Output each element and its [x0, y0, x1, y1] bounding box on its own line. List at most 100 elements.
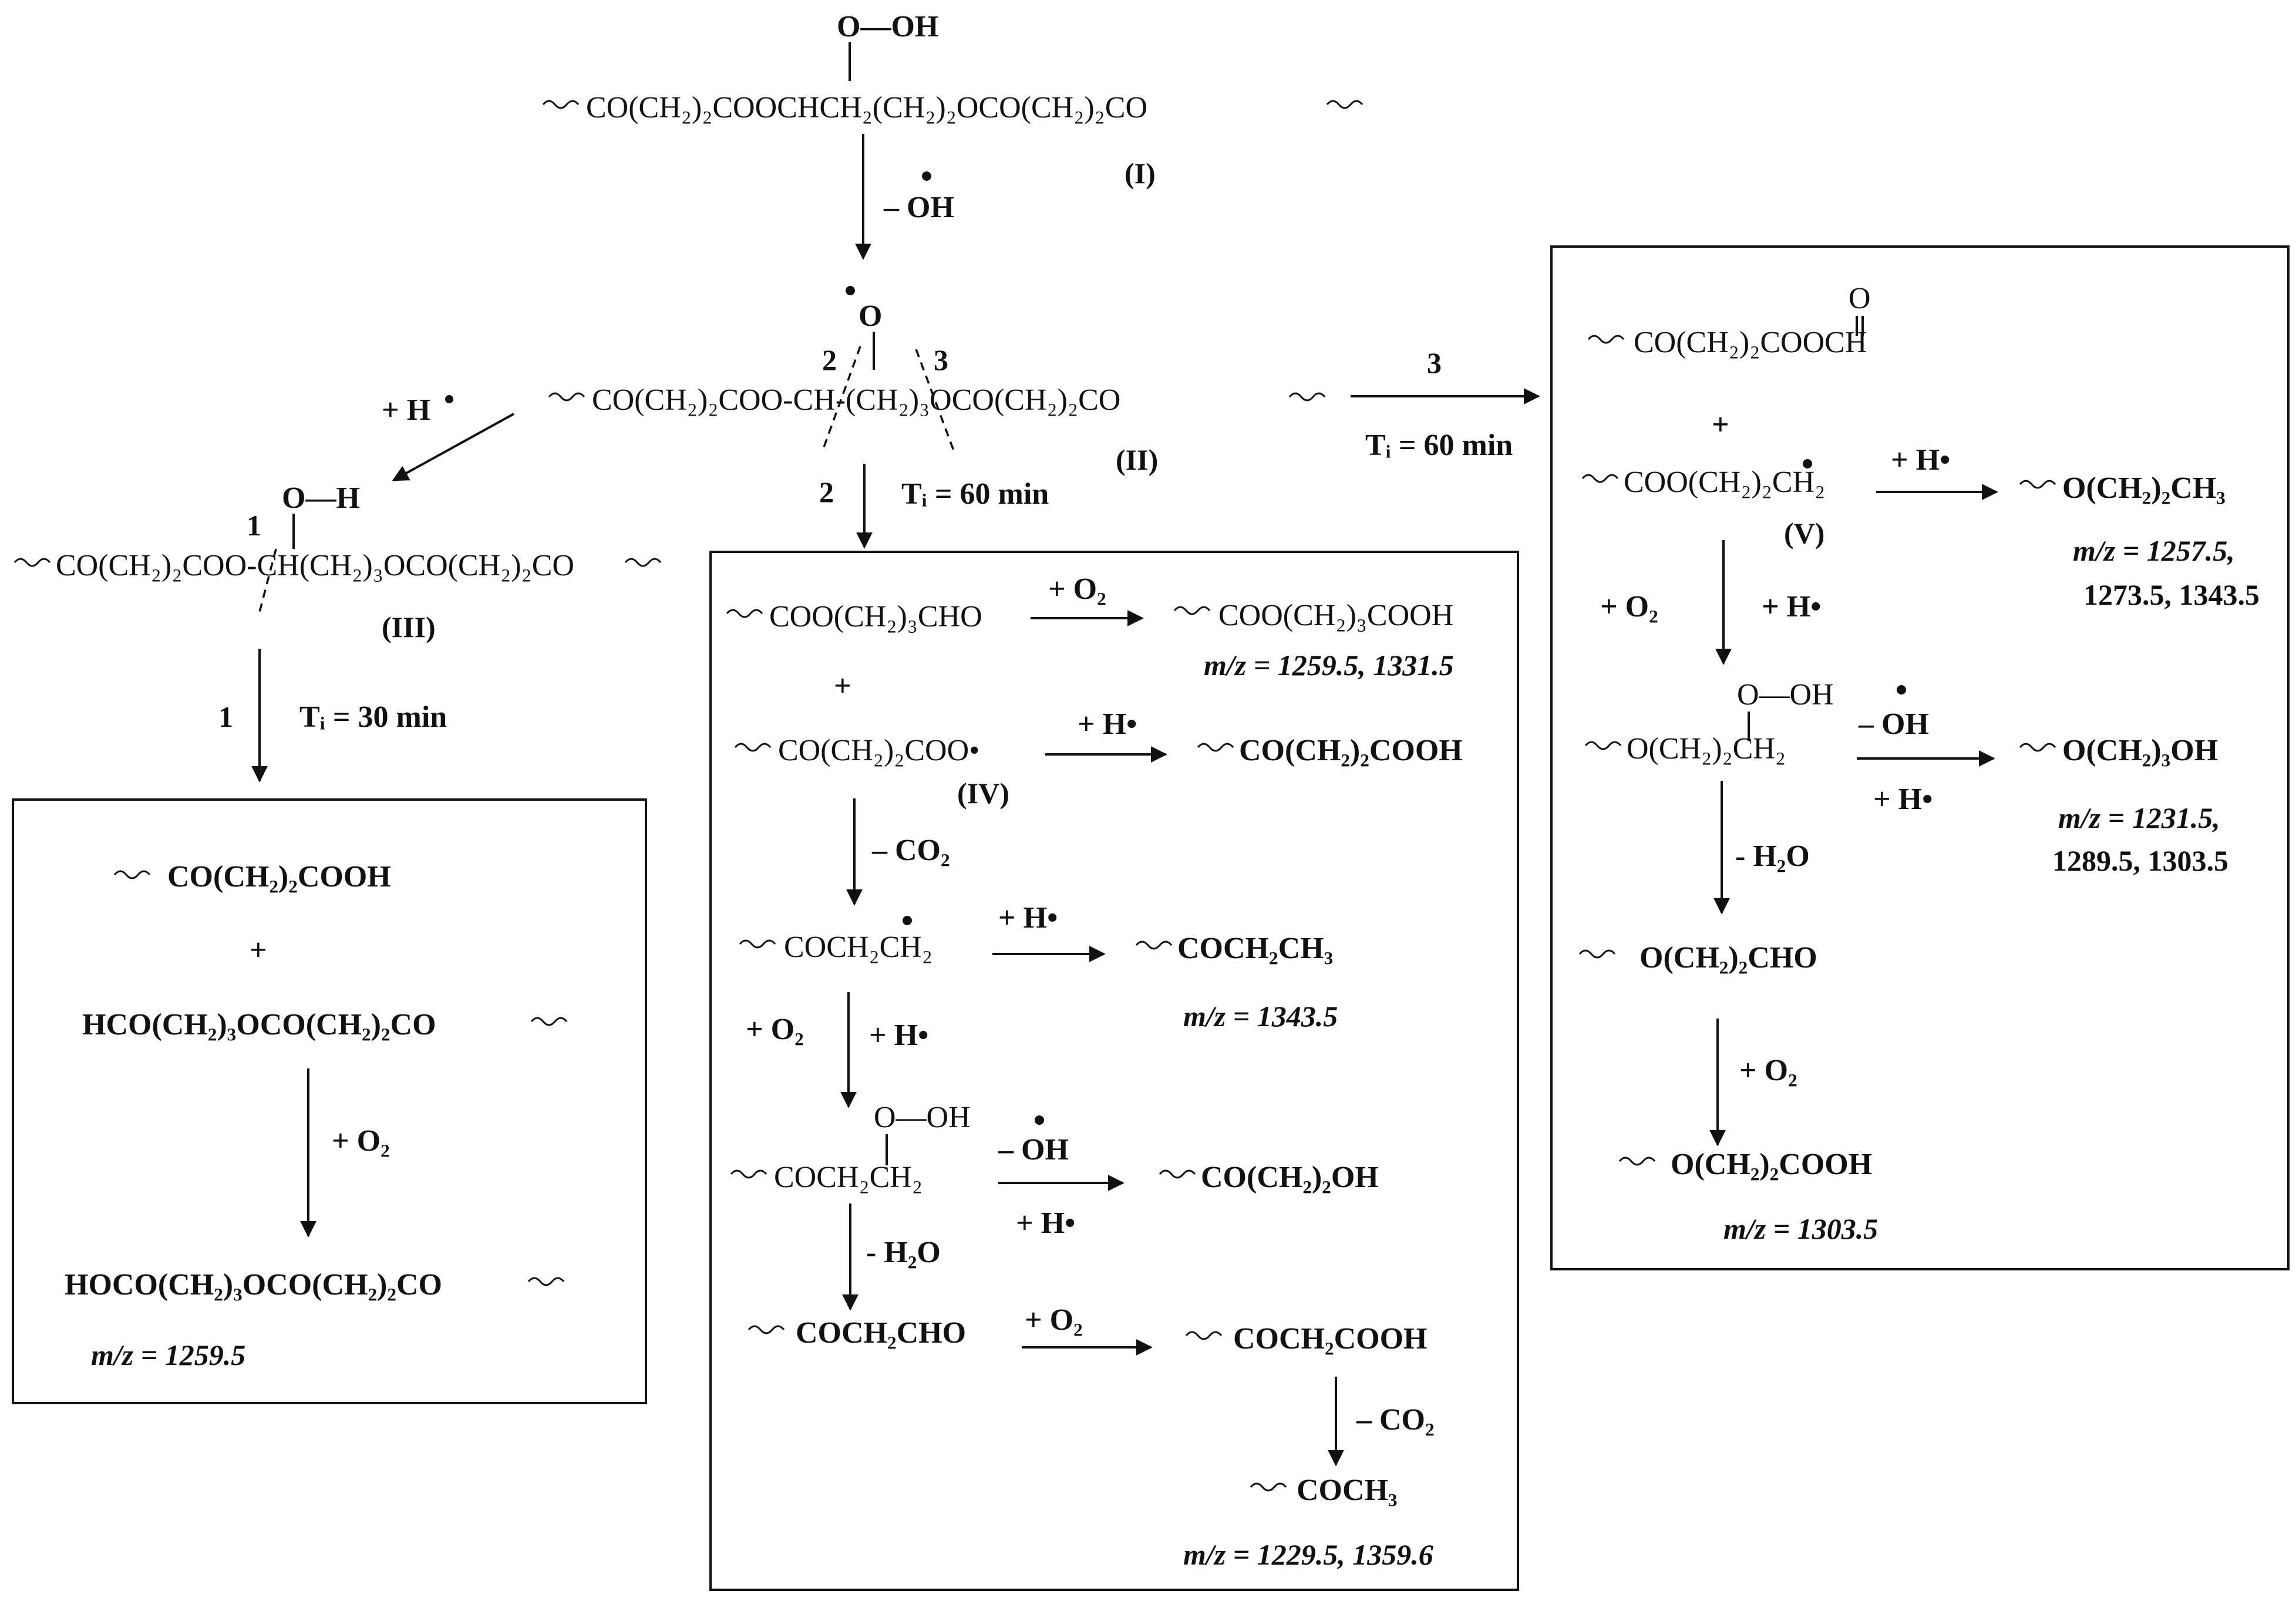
arrow-II-to-III	[392, 413, 514, 481]
wavy-chain-end	[1173, 606, 1211, 615]
step-plus-h: + H•	[998, 901, 1058, 935]
structure-III: O—H 1 CO(CH₂)₂COO-CH(CH₂)₃OCO(CH₂)₂CO (I…	[14, 481, 662, 643]
step-minus-h2o: - H₂O	[866, 1236, 941, 1269]
carbonyl-oxygen: O	[1849, 282, 1871, 315]
wavy-chain-end	[726, 609, 763, 618]
label-I: (I)	[1125, 157, 1156, 190]
wavy-chain-end	[2019, 480, 2056, 489]
wavy-chain-end	[1288, 392, 1326, 402]
label-V: (V)	[1784, 517, 1824, 549]
plus-sign: +	[250, 933, 267, 967]
product-succinic-acid-end: CO(CH₂)₂COOH	[167, 860, 391, 894]
wavy-chain-end	[1587, 335, 1625, 344]
wavy-chain-end	[1250, 1482, 1287, 1492]
step-minus-co2: – CO₂	[871, 834, 950, 867]
chain-I: CO(CH₂)₂COOCHCH₂(CH₂)₂OCO(CH₂)₂CO	[586, 91, 1147, 124]
structure-II: O 2 3 CO(CH₂)₂COO-CH-(CH₂)₃OCO(CH₂)₂CO (…	[548, 286, 1326, 476]
step-plus-o2: + O₂	[746, 1013, 804, 1046]
step-minus-h2o: - H₂O	[1735, 840, 1810, 873]
branch-2-time: Tᵢ = 60 min	[901, 477, 1049, 511]
plus-sign: +	[834, 669, 851, 703]
wavy-chain-end	[624, 558, 662, 567]
step-plus-o2: + O₂	[1739, 1054, 1797, 1087]
label-IV: (IV)	[957, 777, 1009, 810]
structure-I: O—OH CO(CH₂)₂COOCHCH₂(CH₂)₂OCO(CH₂)₂CO (…	[542, 10, 1364, 190]
alkyl-radical: COO(CH₂)₂CH₂	[1624, 466, 1825, 499]
carboxyl-radical: CO(CH₂)₂COO•	[778, 734, 979, 767]
radical-dot	[445, 395, 453, 403]
step-plus-o2: + O₂	[1025, 1303, 1083, 1337]
succinic-acid-end: CO(CH₂)₂COOH	[1239, 734, 1463, 767]
branch-1-label: 1	[218, 700, 233, 733]
hydroxypropyl-end: O(CH₂)₃OH	[2062, 734, 2218, 767]
mass-label: m/z = 1303.5	[1723, 1212, 1878, 1245]
step-plus-h: + H•	[1873, 783, 1933, 816]
oxygen-radical: O	[859, 299, 882, 333]
cleavage-site-1: 1	[247, 509, 261, 542]
step-plus-o2: + O₂	[1048, 572, 1106, 606]
propyl-ether-end: O(CH₂)₂CH₃	[2062, 471, 2226, 505]
mass-label: m/z = 1343.5	[1183, 1000, 1338, 1033]
cleavage-dash-3	[915, 349, 955, 453]
branch-3-time: Tᵢ = 60 min	[1365, 429, 1513, 462]
wavy-chain-end	[1618, 1157, 1656, 1166]
branch-3-label: 3	[1427, 346, 1442, 379]
hydroxy-ketone-end: CO(CH₂)₂OH	[1201, 1161, 1379, 1194]
step-plus-h: + H	[382, 393, 430, 427]
acid-product: COO(CH₂)₃COOH	[1218, 599, 1453, 632]
keto-aldehyde-end: COCH₂CHO	[796, 1316, 966, 1350]
mass-label-continued: 1273.5, 1343.5	[2083, 578, 2260, 611]
wavy-chain-end	[542, 100, 580, 109]
wavy-chain-end	[14, 558, 51, 567]
cleavage-site-3: 3	[934, 343, 948, 376]
product-acid: HOCO(CH₂)₃OCO(CH₂)₂CO	[65, 1268, 442, 1302]
step-minus-oh: – OH	[883, 191, 954, 224]
wavy-chain-end	[527, 1277, 565, 1286]
wavy-chain-end	[548, 392, 585, 402]
mass-label: m/z = 1229.5, 1359.6	[1183, 1538, 1433, 1571]
hydroperoxide-intermediate: O(CH₂)₂CH₂	[1627, 732, 1786, 766]
step-plus-h: + H•	[869, 1019, 928, 1052]
radical-dot	[1035, 1115, 1044, 1125]
label-II: (II)	[1116, 443, 1158, 476]
radical-dot	[903, 916, 912, 925]
step-plus-h: + H•	[1891, 443, 1950, 477]
label-III: (III)	[382, 611, 436, 643]
hydroperoxide-group: O—OH	[874, 1101, 971, 1134]
radical-dot	[922, 171, 931, 181]
mass-label: m/z = 1257.5,	[2073, 534, 2235, 567]
branch-2-products-box	[709, 551, 1519, 1591]
wavy-chain-end	[2019, 743, 2056, 752]
step-plus-o2: + O₂	[332, 1124, 390, 1158]
branch-2-label: 2	[819, 476, 834, 508]
branch-1-products-box	[12, 798, 647, 1404]
mass-label: m/z = 1231.5,	[2058, 801, 2220, 834]
branch-3-products-box	[1550, 245, 2290, 1270]
step-minus-co2: – CO₂	[1356, 1403, 1435, 1437]
wavy-chain-end	[530, 1017, 568, 1026]
acid-ether-end: O(CH₂)₂COOH	[1671, 1148, 1872, 1181]
mass-label: m/z = 1259.5, 1331.5	[1204, 649, 1454, 682]
radical-dot	[846, 286, 855, 295]
radical-dot	[1897, 685, 1906, 695]
step-minus-oh: – OH	[1858, 707, 1929, 741]
step-minus-oh: – OH	[998, 1133, 1069, 1167]
plus-sign: +	[1712, 408, 1729, 441]
step-plus-h: + H•	[1016, 1206, 1075, 1240]
acetyl-end: COCH₃	[1297, 1474, 1398, 1507]
wavy-chain-end	[1197, 743, 1234, 752]
wavy-chain-end	[1159, 1169, 1196, 1179]
cleavage-site-2: 2	[822, 343, 837, 376]
product-aldehyde: HCO(CH₂)₃OCO(CH₂)₂CO	[82, 1008, 436, 1041]
aldehyde-ether-end: O(CH₂)₂CHO	[1639, 941, 1817, 975]
mass-label-continued: 1289.5, 1303.5	[2052, 844, 2228, 877]
keto-acid-end: COCH₂COOH	[1233, 1322, 1427, 1356]
wavy-chain-end	[1584, 741, 1622, 750]
aldehyde-intermediate: COO(CH₂)₃CHO	[769, 600, 982, 633]
wavy-chain-end	[1135, 940, 1173, 950]
wavy-chain-end	[748, 1325, 785, 1334]
cleavage-dash-1	[257, 548, 277, 617]
step-plus-h: + H•	[1078, 707, 1137, 741]
wavy-chain-end	[113, 870, 151, 879]
